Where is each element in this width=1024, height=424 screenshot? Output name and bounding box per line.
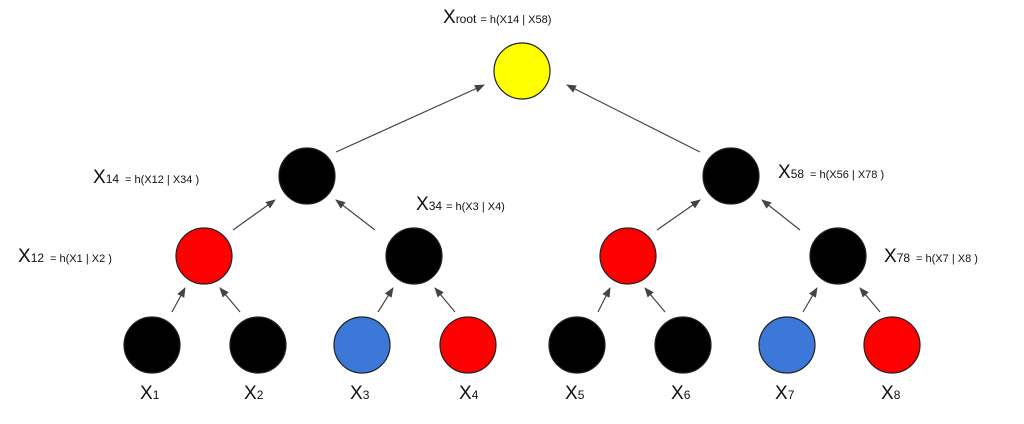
node-x14	[278, 147, 336, 205]
node-x34	[385, 227, 443, 285]
leaf-label-x5: X5	[565, 383, 585, 404]
root-label: Xroot= h(X14 | X58)	[443, 7, 551, 28]
edge-x7-x78	[802, 287, 818, 313]
labels: Xroot= h(X14 | X58) X14= h(X12 | X34 ) X…	[18, 7, 978, 404]
node-x78	[809, 227, 867, 285]
leaf-node-x2	[229, 316, 287, 374]
edges	[171, 84, 881, 313]
leaf-node-x1	[123, 316, 181, 374]
edge-x56-x58	[656, 199, 701, 231]
edge-x5-x56	[597, 287, 611, 313]
edge-x6-x56	[644, 287, 666, 313]
x34-label: X34= h(X3 | X4)	[416, 194, 505, 215]
edge-x8-x78	[859, 287, 881, 313]
leaf-label-x1: X1	[140, 383, 160, 404]
edge-x1-x12	[171, 287, 186, 313]
leaf-node-x7	[758, 316, 816, 374]
leaf-node-x6	[654, 316, 712, 374]
x58-label: X58= h(X56 | X78 )	[778, 162, 884, 183]
leaf-label-x8: X8	[881, 383, 901, 404]
edge-x4-x34	[434, 287, 456, 313]
x14-label: X14= h(X12 | X34 )	[93, 167, 199, 188]
node-x58	[702, 147, 760, 205]
leaf-label-x7: X7	[775, 383, 795, 404]
leaf-label-x3: X3	[350, 383, 370, 404]
leaf-label-x2: X2	[244, 383, 264, 404]
x78-label: X78= h(X7 | X8 )	[884, 246, 978, 267]
node-x56	[599, 227, 657, 285]
root-node	[493, 42, 551, 100]
x12-label: X12= h(X1 | X2 )	[18, 246, 112, 267]
leaf-label-x6: X6	[671, 383, 691, 404]
node-x12	[175, 227, 233, 285]
edge-x78-x58	[761, 199, 801, 231]
edge-x3-x34	[377, 287, 394, 313]
nodes	[123, 42, 921, 374]
leaf-node-x3	[333, 316, 391, 374]
edge-x58-root	[566, 84, 701, 153]
leaf-node-x5	[548, 316, 606, 374]
leaf-node-x4	[439, 316, 497, 374]
edge-x34-x14	[335, 199, 376, 231]
edge-x14-root	[335, 84, 485, 153]
edge-x2-x12	[219, 287, 241, 313]
edge-x12-x14	[232, 199, 276, 231]
leaf-label-x4: X4	[459, 383, 479, 404]
leaf-node-x8	[863, 316, 921, 374]
